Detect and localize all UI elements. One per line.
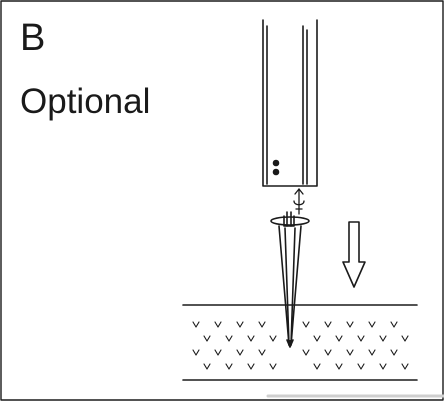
soil-mark — [346, 321, 354, 328]
panel-letter: B — [20, 17, 46, 59]
soil-mark — [247, 335, 255, 342]
soil-mark — [368, 349, 376, 356]
soil-mark — [214, 321, 222, 328]
post — [262, 19, 318, 187]
soil-mark — [192, 349, 200, 356]
soil-mark — [379, 363, 387, 370]
soil-mark — [335, 363, 343, 370]
soil-mark — [258, 321, 266, 328]
soil-mark — [390, 349, 398, 356]
soil-mark — [401, 335, 409, 342]
soil-mark — [401, 363, 409, 370]
post-screw-hole-bottom — [272, 168, 280, 176]
soil-mark — [390, 321, 398, 328]
soil-mark — [313, 335, 321, 342]
soil-mark — [335, 335, 343, 342]
soil-mark — [368, 321, 376, 328]
soil-mark — [236, 349, 244, 356]
connector-screw-icon — [293, 188, 305, 215]
soil-mark — [247, 363, 255, 370]
soil-mark — [236, 321, 244, 328]
soil-mark — [269, 363, 277, 370]
ground-stake — [270, 211, 310, 348]
ground-soil — [182, 304, 418, 381]
soil-mark — [203, 363, 211, 370]
push-down-arrow-icon — [342, 221, 366, 288]
soil-mark — [313, 363, 321, 370]
panel-caption: Optional — [20, 82, 151, 121]
soil-mark — [203, 335, 211, 342]
soil-mark — [357, 335, 365, 342]
soil-mark — [324, 349, 332, 356]
soil-mark — [269, 335, 277, 342]
soil-mark — [225, 363, 233, 370]
soil-mark — [346, 349, 354, 356]
soil-mark — [357, 363, 365, 370]
soil-mark — [225, 335, 233, 342]
soil-mark — [192, 321, 200, 328]
soil-mark — [214, 349, 222, 356]
post-screw-hole-top — [272, 159, 280, 167]
soil-mark — [379, 335, 387, 342]
soil-mark — [258, 349, 266, 356]
soil-mark — [302, 349, 310, 356]
soil-mark — [302, 321, 310, 328]
soil-mark — [324, 321, 332, 328]
